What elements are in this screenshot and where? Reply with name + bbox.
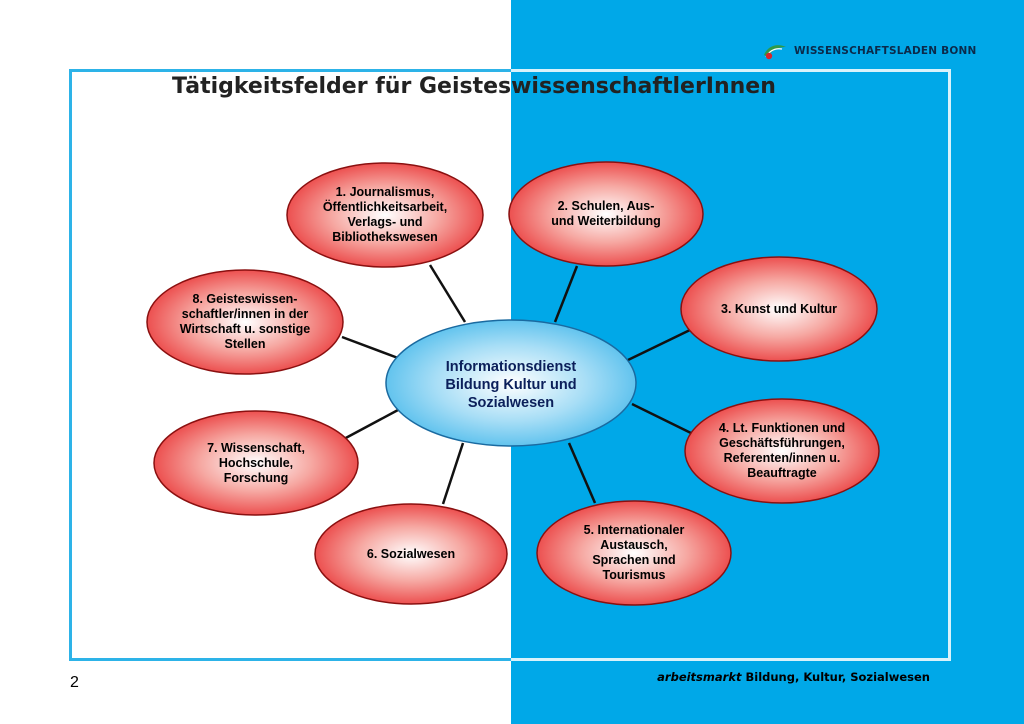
logo-text: WISSENSCHAFTSLADEN BONN xyxy=(794,45,977,57)
topic-node-label: 7. Wissenschaft,Hochschule,Forschung xyxy=(162,415,350,511)
logo-leaf-icon xyxy=(764,45,786,60)
topic-node-line: 6. Sozialwesen xyxy=(366,546,456,561)
topic-node-shape xyxy=(146,269,344,375)
topic-node-line: Öffentlichkeitsarbeit, xyxy=(322,200,448,214)
topic-node-line: Verlags- und xyxy=(347,215,423,229)
topic-node-line: Austausch, xyxy=(600,538,668,552)
topic-node-shape xyxy=(684,398,880,504)
topic-node-line: Hochschule, xyxy=(218,455,294,470)
logo: WISSENSCHAFTSLADEN BONN xyxy=(762,40,976,62)
topic-node-line: Beauftragte xyxy=(747,466,817,480)
topic-node-label: 3. Kunst und Kultur xyxy=(689,261,869,357)
center-node-shape xyxy=(385,319,637,447)
slide-frame-right xyxy=(511,69,951,661)
center-node-label: Informationsdienst Bildung Kultur und So… xyxy=(395,350,627,420)
topic-node-line: 2. Schulen, Aus- xyxy=(557,199,655,213)
topic-node-shape xyxy=(286,162,484,268)
topic-node-line: Sprachen und xyxy=(592,553,676,567)
topic-node-line: Tourismus xyxy=(602,568,666,582)
topic-node-line: Bibliothekswesen xyxy=(332,230,438,244)
center-line: Informationsdienst xyxy=(445,359,577,375)
topic-node-line: und Weiterbildung xyxy=(551,214,661,228)
center-line: Bildung Kultur und xyxy=(445,377,577,393)
footer-text: Bildung, Kultur, Sozialwesen xyxy=(745,670,930,684)
topic-node-line: 7. Wissenschaft, xyxy=(207,440,305,455)
footer: arbeitsmarkt Bildung, Kultur, Sozialwese… xyxy=(600,670,930,684)
footer-brand: arbeitsmarkt xyxy=(657,670,742,684)
topic-node-line: 5. Internationaler xyxy=(583,523,685,537)
connector-line xyxy=(341,408,399,442)
topic-node-line: Wirtschaft u. sonstige xyxy=(179,322,311,336)
center-line: Sozialwesen xyxy=(467,395,555,411)
topic-node-line: 8. Geisteswissen- xyxy=(192,292,298,306)
connector-line xyxy=(553,265,579,323)
topic-node-label: 6. Sozialwesen xyxy=(323,508,499,600)
page-title: Tätigkeitsfelder für Geisteswissenschaft… xyxy=(172,74,776,99)
topic-node-line: 1. Journalismus, xyxy=(335,185,435,199)
topic-node-line: Geschäftsführungen, xyxy=(719,436,845,450)
topic-node-line: Referenten/innen u. xyxy=(723,451,841,465)
topic-node-shape xyxy=(536,500,732,606)
topic-node-label: 2. Schulen, Aus-und Weiterbildung xyxy=(517,166,695,262)
connector-line xyxy=(341,335,399,360)
topic-node-shape xyxy=(680,256,878,362)
topic-node-line: Forschung xyxy=(223,470,289,485)
topic-node-shape xyxy=(153,410,359,516)
topic-node-shape xyxy=(508,161,704,267)
connector-line xyxy=(441,442,465,505)
topic-node-line: schaftler/innen in der xyxy=(181,307,309,321)
topic-node-line: 4. Lt. Funktionen und xyxy=(718,421,846,435)
connector-line xyxy=(567,442,597,504)
topic-node-label: 1. Journalismus,Öffentlichkeitsarbeit,Ve… xyxy=(295,167,475,263)
topic-node-line: 3. Kunst und Kultur xyxy=(721,301,837,316)
connector-line xyxy=(627,328,691,362)
page-number: 2 xyxy=(70,674,79,691)
topic-node-shape xyxy=(314,503,508,605)
topic-node-line: Stellen xyxy=(224,337,266,351)
connector-line xyxy=(428,264,467,323)
connector-line xyxy=(631,402,696,437)
